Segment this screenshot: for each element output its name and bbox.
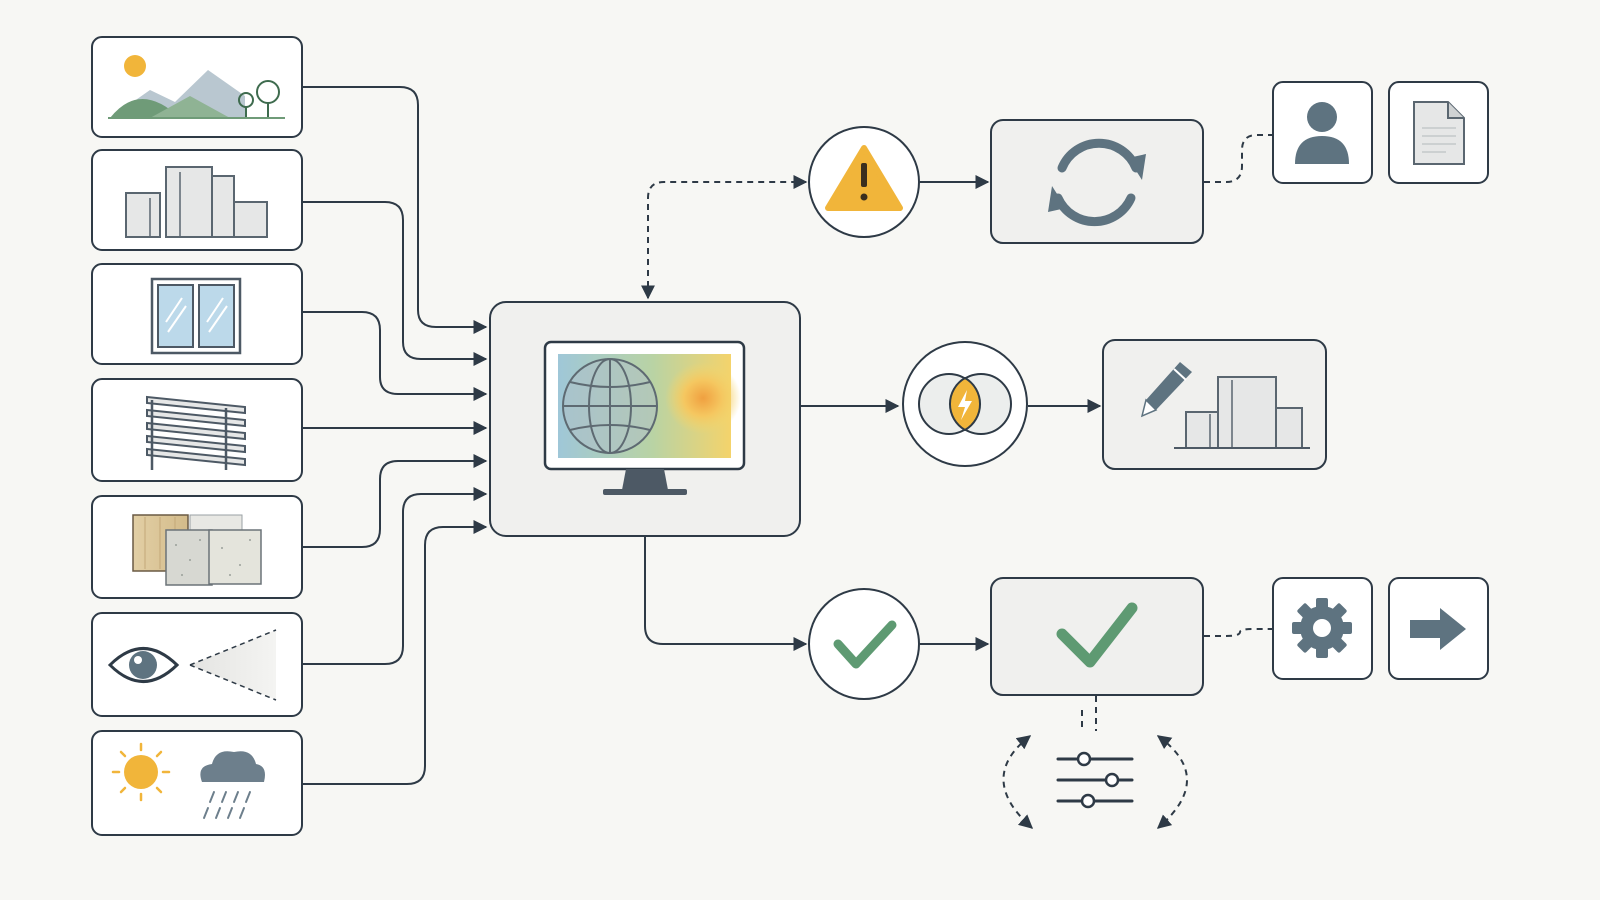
- warning-node: [808, 126, 920, 238]
- globe-icon: [562, 358, 658, 454]
- user-output-box: [1272, 81, 1373, 184]
- gear-output-box: [1272, 577, 1373, 680]
- rain-cloud-icon: [200, 751, 265, 819]
- input-window: [91, 263, 303, 365]
- check-node: [808, 588, 920, 700]
- approved-process-box: [990, 577, 1204, 696]
- central-analysis-panel: [489, 301, 801, 537]
- refresh-process-box: [990, 119, 1204, 244]
- arrow-right-icon: [1410, 608, 1466, 650]
- input-view: [91, 612, 303, 717]
- pencil-icon: [1140, 362, 1192, 418]
- weather-icon: [111, 742, 265, 819]
- top-branch: [641, 81, 1489, 300]
- arrow-output-box: [1388, 577, 1489, 680]
- check-circle-icon: [833, 620, 897, 669]
- adjust-sliders-icon: [1056, 751, 1134, 809]
- input-materials: [91, 495, 303, 599]
- document-output-box: [1388, 81, 1489, 184]
- window-icon: [150, 277, 242, 355]
- design-buildings-icon: [1140, 362, 1310, 449]
- approved-check-icon: [1056, 602, 1138, 668]
- sun-icon: [111, 742, 171, 802]
- material-samples-icon: [132, 514, 262, 586]
- input-landscape: [91, 36, 303, 138]
- input-shading: [91, 378, 303, 482]
- refresh-cycle-icon: [1048, 138, 1146, 227]
- middle-branch: [800, 339, 1327, 470]
- input-buildings: [91, 149, 303, 251]
- warning-icon: [825, 145, 903, 211]
- buildings-icon: [125, 166, 268, 238]
- design-output-box: [1102, 339, 1327, 470]
- eye-view-icon: [107, 629, 277, 701]
- user-icon: [1295, 102, 1349, 164]
- input-connectors: [302, 86, 488, 785]
- bottom-branch: [644, 537, 1489, 829]
- overlap-node: [902, 341, 1028, 467]
- shading-louvers-icon: [146, 395, 246, 470]
- input-weather: [91, 730, 303, 836]
- gear-icon: [1292, 598, 1352, 658]
- monitor-heatmap-globe-icon: [543, 340, 746, 495]
- overlap-lightning-icon: [918, 373, 1012, 435]
- document-icon: [1413, 101, 1465, 165]
- landscape-icon: [108, 55, 285, 119]
